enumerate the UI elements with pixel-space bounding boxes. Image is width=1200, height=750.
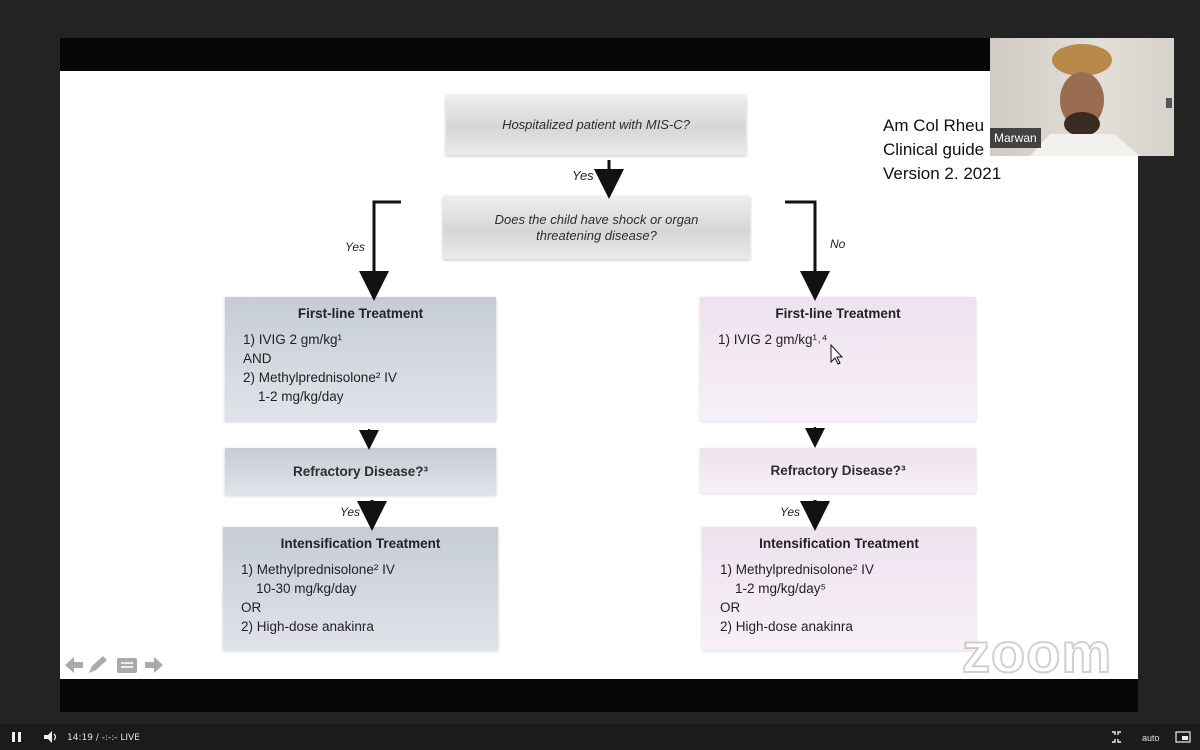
volume-icon[interactable] [44, 731, 57, 743]
left-first-line-2: AND [243, 351, 272, 366]
left-intens-3: OR [241, 600, 262, 615]
left-refractory: Refractory Disease?³ [292, 463, 429, 479]
left-yes-label: Yes [340, 505, 361, 519]
top-question: Hospitalized patient with MIS-C? [502, 117, 690, 132]
right-intens-2: 1-2 mg/kg/day⁵ [720, 581, 827, 596]
reference-line-3: Version 2. 2021 [883, 164, 1002, 183]
right-intens-1: 1) Methylprednisolone² IV [720, 562, 874, 577]
fullscreen-exit-icon[interactable] [1112, 731, 1121, 743]
left-first-line-title: First-line Treatment [297, 306, 424, 321]
right-refractory-box: Refractory Disease?³ [700, 448, 976, 493]
left-first-line-1: 1) IVIG 2 gm/kg¹ [243, 332, 343, 347]
yes-top-label: Yes [572, 168, 594, 183]
right-intensification-box: Intensification Treatment 1) Methylpredn… [702, 527, 976, 650]
left-intens-title: Intensification Treatment [280, 536, 441, 551]
second-question: Does the child have shock or organ threa… [494, 211, 699, 243]
right-intens-title: Intensification Treatment [759, 536, 919, 551]
pause-button[interactable] [12, 732, 21, 742]
annotation-toolbar [65, 656, 163, 673]
quality-setting[interactable]: auto [1142, 733, 1160, 743]
left-first-line-3: 2) Methylprednisolone² IV [243, 370, 397, 385]
right-intens-4: 2) High-dose anakinra [720, 619, 853, 634]
reference-text: Am Col Rheu Clinical guide Version 2. 20… [883, 114, 1001, 186]
left-intensification-box: Intensification Treatment 1) Methylpredn… [223, 527, 498, 650]
right-first-line-1: 1) IVIG 2 gm/kg¹˒⁴ [718, 332, 828, 347]
no-right-label: No [830, 237, 846, 251]
pen-icon [89, 656, 107, 673]
time-display: 14:19 / -:-:- LIVE [67, 733, 140, 743]
left-first-line-4: 1-2 mg/kg/day [243, 389, 344, 404]
top-question-box: Hospitalized patient with MIS-C? [446, 95, 746, 155]
participant-avatar [1030, 44, 1172, 156]
right-refractory: Refractory Disease?³ [770, 462, 906, 478]
yes-left-label: Yes [345, 240, 366, 254]
right-intens-3: OR [720, 600, 741, 615]
left-intens-4: 2) High-dose anakinra [241, 619, 374, 634]
picture-in-picture-icon[interactable] [1175, 731, 1191, 743]
next-slide-icon [145, 657, 163, 673]
player-controls: 14:19 / -:-:- LIVE auto [0, 724, 1200, 750]
reference-line-1: Am Col Rheu [883, 116, 985, 135]
reference-line-2: Clinical guide [883, 140, 985, 159]
left-first-line-box: First-line Treatment 1) IVIG 2 gm/kg¹ AN… [225, 297, 496, 421]
zoom-watermark: zoom [961, 620, 1113, 685]
second-question-box: Does the child have shock or organ threa… [443, 196, 750, 259]
prev-slide-icon [65, 657, 83, 673]
right-yes-label: Yes [780, 505, 801, 519]
mouse-cursor-icon [830, 343, 844, 365]
notes-icon [117, 658, 137, 673]
left-refractory-box: Refractory Disease?³ [225, 448, 496, 495]
arrow-right-branch [785, 200, 830, 301]
left-intens-1: 1) Methylprednisolone² IV [241, 562, 395, 577]
right-first-line-title: First-line Treatment [775, 306, 901, 321]
arrow-left-branch [359, 200, 401, 301]
participant-name: Marwan [990, 128, 1041, 148]
left-intens-2: 10-30 mg/kg/day [241, 581, 357, 596]
